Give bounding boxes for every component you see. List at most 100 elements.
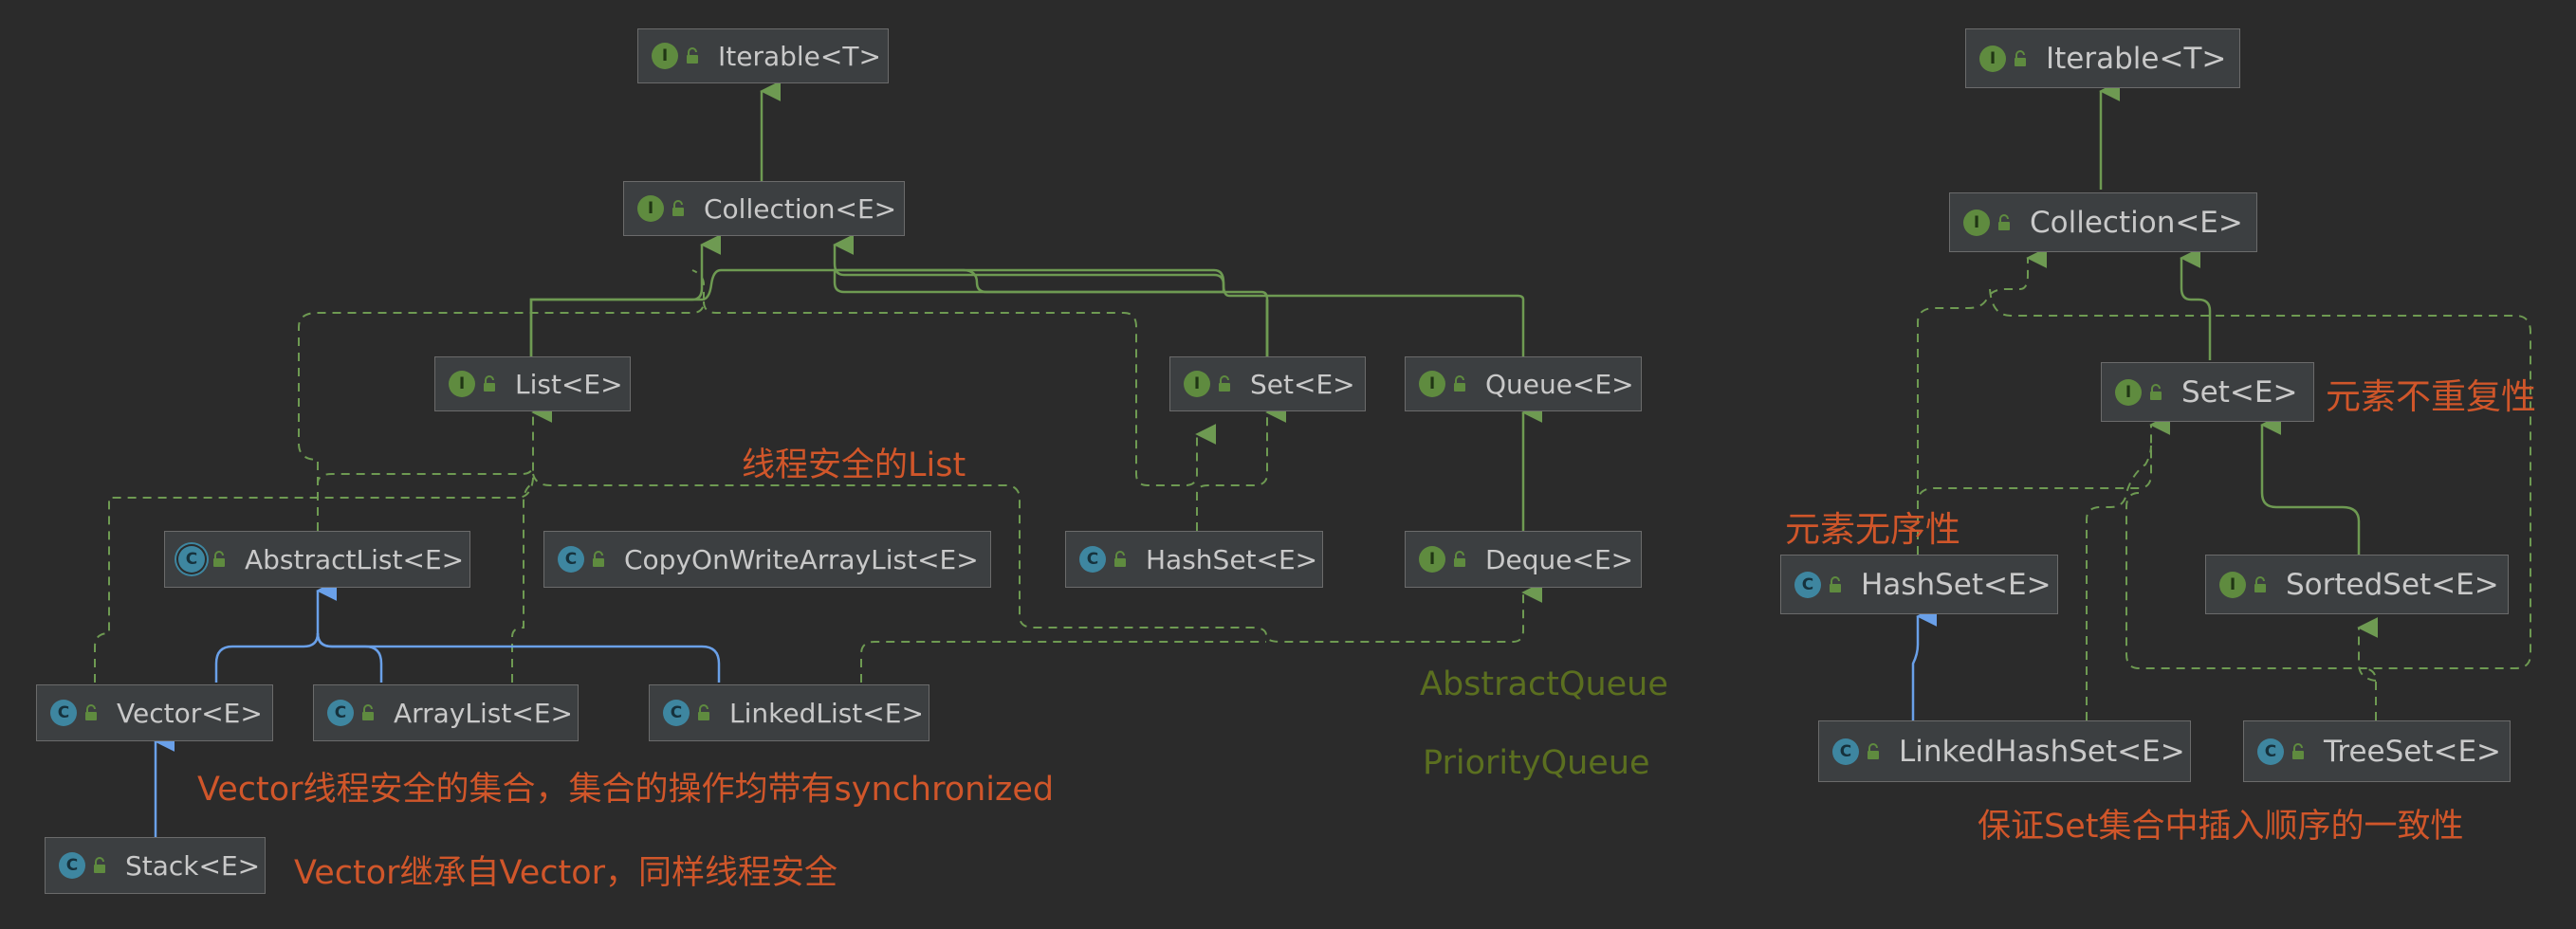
edge-list-branch — [529, 234, 722, 360]
class-node-arraylist[interactable]: C ArrayList<E> — [313, 684, 579, 741]
class-node-set[interactable]: I Set<E> — [1169, 356, 1366, 411]
annotation-insertion-order: 保证Set集合中插入顺序的一致性 — [1978, 808, 2464, 846]
annotation-vector: Vector线程安全的集合，集合的操作均带有synchronized — [197, 771, 1055, 809]
lock-icon — [698, 704, 709, 720]
edge-queue-to-collection — [833, 234, 1525, 360]
class-icon: C — [1079, 546, 1106, 573]
node-label: List<E> — [515, 368, 623, 400]
lock-icon — [85, 704, 97, 720]
lock-icon — [1868, 742, 1879, 759]
class-node-stack[interactable]: C Stack<E> — [45, 837, 266, 894]
class-node-collection[interactable]: I Collection<E> — [623, 181, 905, 236]
class-icon: C — [1832, 738, 1859, 765]
class-node-list[interactable]: I List<E> — [434, 356, 631, 411]
node-label: Vector<E> — [117, 697, 263, 729]
interface-icon: I — [1979, 45, 2006, 72]
class-node-vector[interactable]: C Vector<E> — [36, 684, 273, 741]
class-icon: C — [1794, 571, 1821, 598]
node-label: SortedSet<E> — [2286, 567, 2499, 602]
lock-icon — [213, 551, 225, 567]
node-label: Deque<E> — [1485, 543, 1634, 575]
edge-r-box — [1989, 288, 2531, 669]
class-node-hashset-right[interactable]: C HashSet<E> — [1780, 555, 2058, 614]
class-icon: C — [663, 700, 690, 726]
edge-abstractlist-to-list — [317, 464, 534, 531]
lock-icon — [1998, 213, 2010, 230]
interface-icon: I — [2219, 571, 2246, 598]
edge-linkedlist-to-abstractlist — [316, 632, 721, 683]
class-node-iterable-right[interactable]: I Iterable<T> — [1965, 28, 2240, 88]
lock-icon — [94, 857, 105, 873]
class-icon: C — [2257, 738, 2284, 765]
node-label: Set<E> — [1250, 368, 1355, 400]
class-icon: C — [50, 700, 77, 726]
edge-arraylist-to-list — [511, 483, 534, 683]
lock-icon — [1830, 575, 1841, 592]
annotation-unordered: 元素无序性 — [1785, 509, 1960, 550]
class-node-copyonwritearraylist[interactable]: C CopyOnWriteArrayList<E> — [543, 531, 991, 588]
class-node-sortedset[interactable]: I SortedSet<E> — [2205, 555, 2509, 614]
annotation-unique-elements: 元素不重复性 — [2326, 376, 2536, 417]
edge-vector-to-abstractlist — [214, 580, 338, 683]
class-node-deque[interactable]: I Deque<E> — [1405, 531, 1642, 588]
interface-icon: I — [1419, 371, 1445, 397]
edge-cowal-to-list — [532, 473, 1543, 643]
lock-icon — [2015, 49, 2026, 66]
node-label: AbstractList<E> — [245, 543, 465, 575]
lock-icon — [1454, 375, 1465, 392]
lock-icon — [2254, 575, 2266, 592]
interface-icon: I — [2115, 378, 2142, 406]
edge-merge-to-collection — [833, 268, 1225, 294]
edge-r-treeset-to-sortedset — [2359, 628, 2376, 720]
interface-icon: I — [1419, 546, 1445, 573]
interface-icon: I — [1963, 209, 1990, 236]
node-label: Collection<E> — [704, 192, 897, 225]
lock-icon — [687, 47, 698, 64]
node-label: Iterable<T> — [718, 40, 881, 72]
node-label: Collection<E> — [2030, 205, 2243, 240]
node-label: LinkedHashSet<E> — [1899, 734, 2185, 769]
node-label: LinkedList<E> — [729, 697, 924, 729]
class-node-collection-right[interactable]: I Collection<E> — [1949, 192, 2257, 252]
edge-r-linkedhashset-to-hashset — [1911, 606, 1938, 720]
class-node-treeset[interactable]: C TreeSet<E> — [2243, 720, 2511, 782]
node-label: Queue<E> — [1485, 368, 1634, 400]
interface-icon: I — [652, 43, 678, 69]
class-icon: C — [558, 546, 584, 573]
edge-r-sortedset-to-set — [2260, 414, 2361, 556]
class-node-linkedhashset[interactable]: C LinkedHashSet<E> — [1818, 720, 2191, 782]
node-label: Stack<E> — [125, 849, 261, 882]
class-node-iterable[interactable]: I Iterable<T> — [637, 28, 889, 83]
edge-list-to-collection — [529, 268, 1269, 360]
lock-icon — [672, 200, 684, 216]
edge-r-hashset-to-collection — [1917, 247, 2048, 555]
class-node-linkedlist[interactable]: C LinkedList<E> — [649, 684, 929, 741]
node-label: ArrayList<E> — [394, 697, 573, 729]
annotation-abstractqueue: AbstractQueue — [1420, 665, 1668, 703]
node-label: CopyOnWriteArrayList<E> — [624, 543, 979, 575]
class-node-queue[interactable]: I Queue<E> — [1405, 356, 1642, 411]
lock-icon — [593, 551, 604, 567]
class-node-abstractlist[interactable]: C AbstractList<E> — [164, 531, 470, 588]
annotation-stack: Vector继承自Vector，同样线程安全 — [294, 854, 838, 892]
class-icon: C — [327, 700, 354, 726]
lock-icon — [1114, 551, 1126, 567]
edge-r-linkedhashset-to-set — [2086, 445, 2152, 720]
edge-r-set-to-collection — [2180, 247, 2212, 360]
node-label: HashSet<E> — [1146, 543, 1318, 575]
interface-icon: I — [1184, 371, 1210, 397]
lock-icon — [2292, 742, 2304, 759]
lock-icon — [1454, 551, 1465, 567]
class-node-set-right[interactable]: I Set<E> — [2101, 362, 2314, 422]
node-label: Iterable<T> — [2046, 41, 2227, 76]
interface-icon: I — [637, 195, 664, 222]
edge-abstractlist-to-collection — [298, 269, 1197, 531]
node-label: TreeSet<E> — [2324, 734, 2502, 769]
interface-icon: I — [449, 371, 475, 397]
class-node-hashset[interactable]: C HashSet<E> — [1065, 531, 1323, 588]
edge-linkedlist-to-deque — [860, 641, 1266, 683]
class-icon: C — [59, 852, 85, 879]
abstract-class-icon: C — [178, 546, 205, 573]
